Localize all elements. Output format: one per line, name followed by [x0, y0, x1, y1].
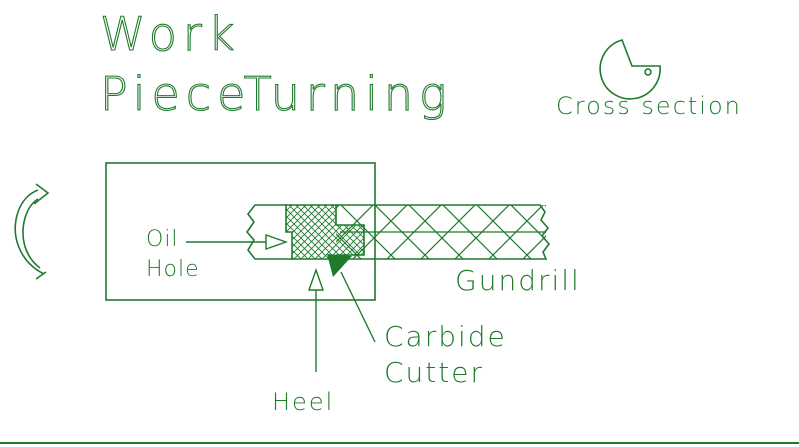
heel-arrow	[308, 267, 324, 372]
title-line-2: PieceTurning	[100, 67, 453, 121]
cross-section-icon	[599, 39, 661, 100]
cross-section-label: Cross section	[556, 92, 742, 120]
oil-hole-arrow	[186, 234, 289, 250]
rotation-arrow-icon	[14, 183, 50, 280]
oil-hole-label-line2: Hole	[146, 257, 200, 282]
gundrill-body	[336, 204, 551, 260]
drill-shank	[245, 204, 292, 260]
carbide-leader-line	[340, 271, 376, 343]
gundrill-label: Gundrill	[455, 264, 581, 297]
carbide-label-line2: Cutter	[384, 356, 484, 389]
heel-label: Heel	[272, 388, 334, 416]
title-line-1: Work	[100, 7, 240, 61]
oil-hole-label-line1: Oil	[146, 227, 179, 252]
carbide-label-line1: Carbide	[384, 320, 507, 353]
cutter-tip	[327, 254, 352, 277]
